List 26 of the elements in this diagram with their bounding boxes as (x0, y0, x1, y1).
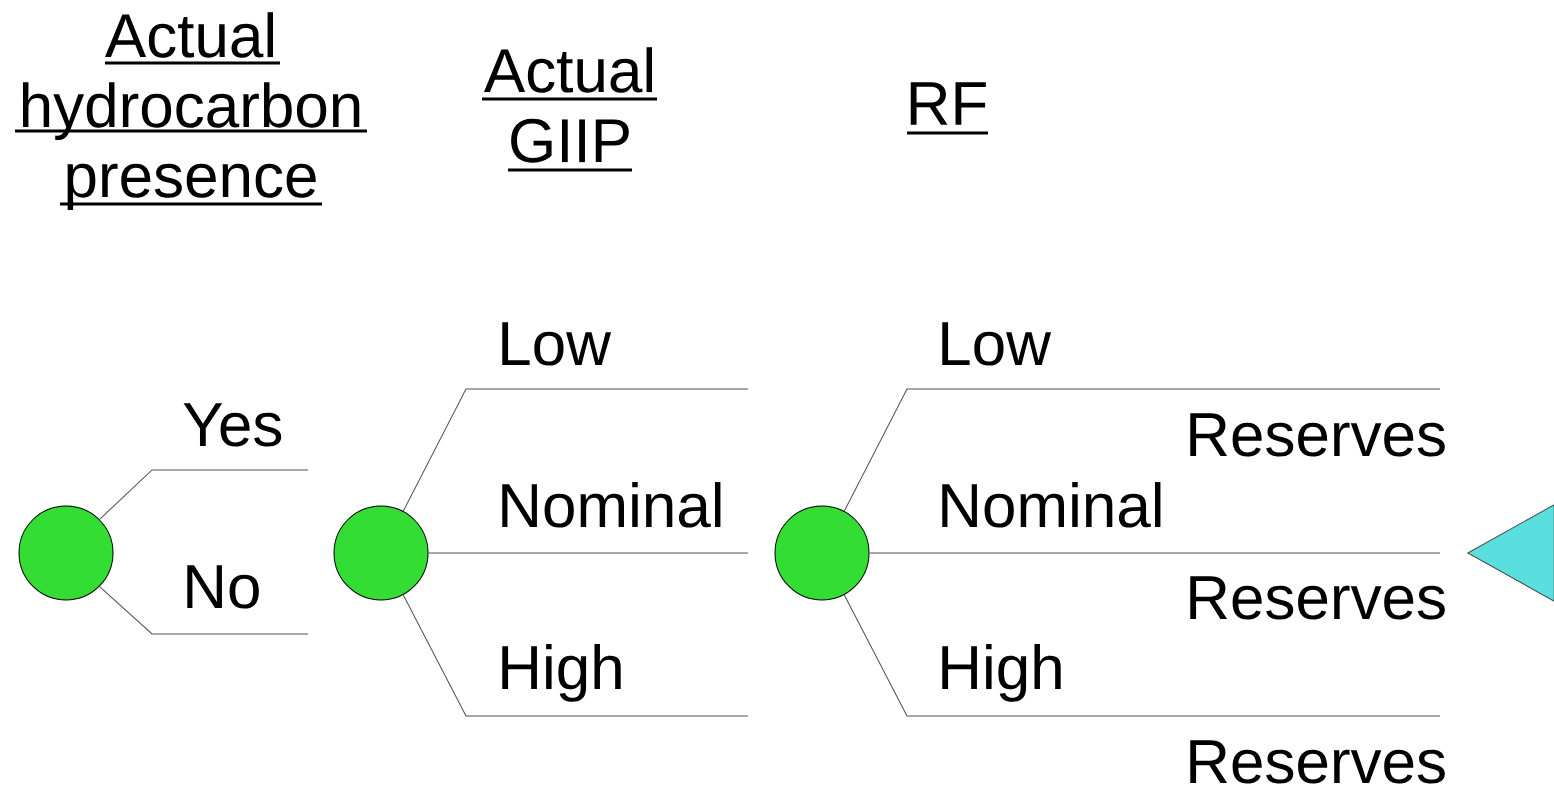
column-heading: Actual GIIP (482, 47, 657, 172)
chance-node-circle (333, 505, 429, 601)
tree-branch (843, 388, 1441, 512)
tree-branch (843, 594, 1441, 717)
branch-label: Low (502, 322, 612, 366)
outcome-label: Reserves (1190, 413, 1445, 457)
branch-label: Low (942, 322, 1052, 366)
end-node-triangle (1467, 504, 1554, 602)
branch-label: High (942, 644, 1061, 702)
column-heading: Actual hydrocarbon presence (15, 12, 367, 210)
branch-label: High (502, 644, 621, 702)
column-heading: RF (907, 82, 988, 135)
branch-label: Nominal (502, 482, 721, 528)
tree-branch (428, 552, 749, 554)
branch-label: Yes (183, 403, 282, 447)
branch-label: Nominal (942, 482, 1161, 528)
tree-branch (99, 469, 309, 520)
chance-node-circle (18, 505, 114, 601)
outcome-label: Reserves (1190, 740, 1445, 784)
tree-branch (99, 586, 309, 635)
chance-node-circle (774, 505, 870, 601)
branch-label: No (187, 565, 259, 609)
tree-branch (402, 594, 749, 717)
outcome-label: Reserves (1190, 576, 1445, 620)
tree-branch (869, 552, 1441, 554)
tree-branch (402, 388, 749, 512)
